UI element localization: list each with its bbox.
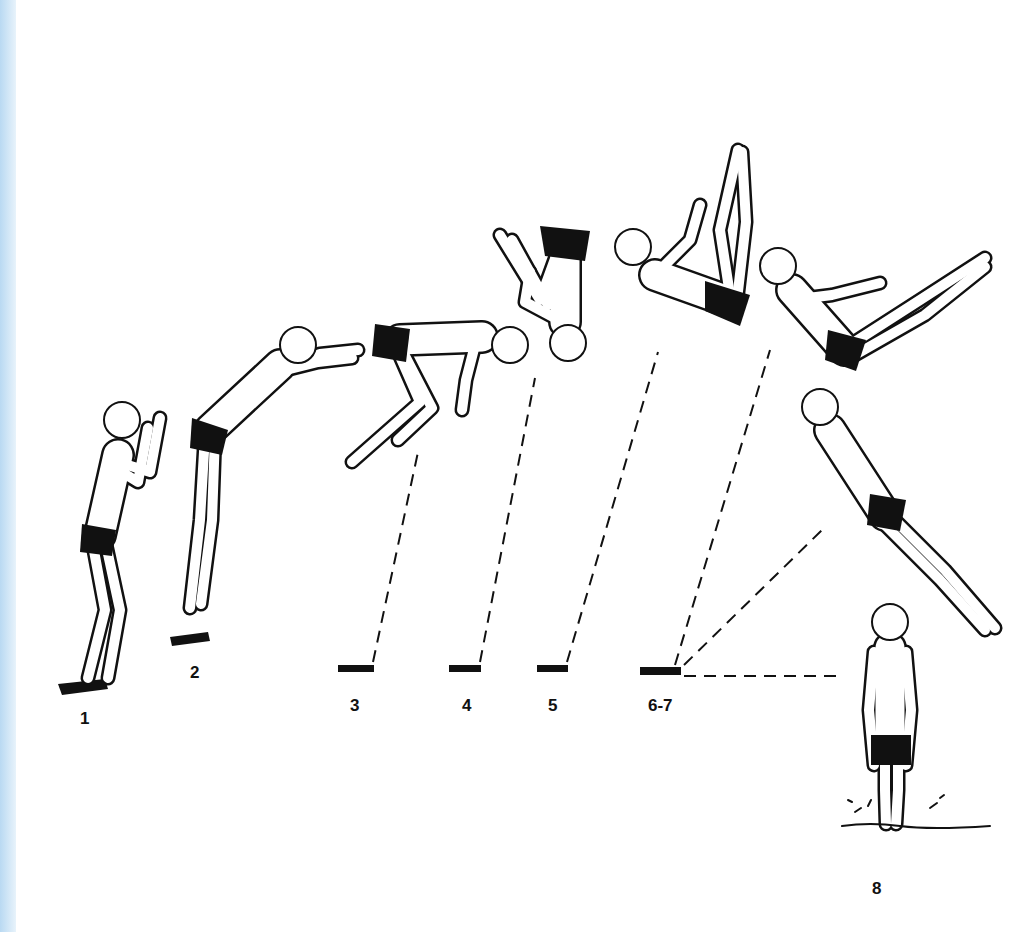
page-edge-band — [0, 0, 16, 932]
callout-number: 1 — [80, 710, 89, 727]
callout-number: 3 — [350, 697, 359, 714]
callout-number: 5 — [548, 697, 557, 714]
callout-number: 6-7 — [648, 697, 673, 714]
callout-number: 8 — [872, 880, 881, 897]
callout-number: 2 — [190, 664, 199, 681]
callout-number: 4 — [462, 697, 471, 714]
